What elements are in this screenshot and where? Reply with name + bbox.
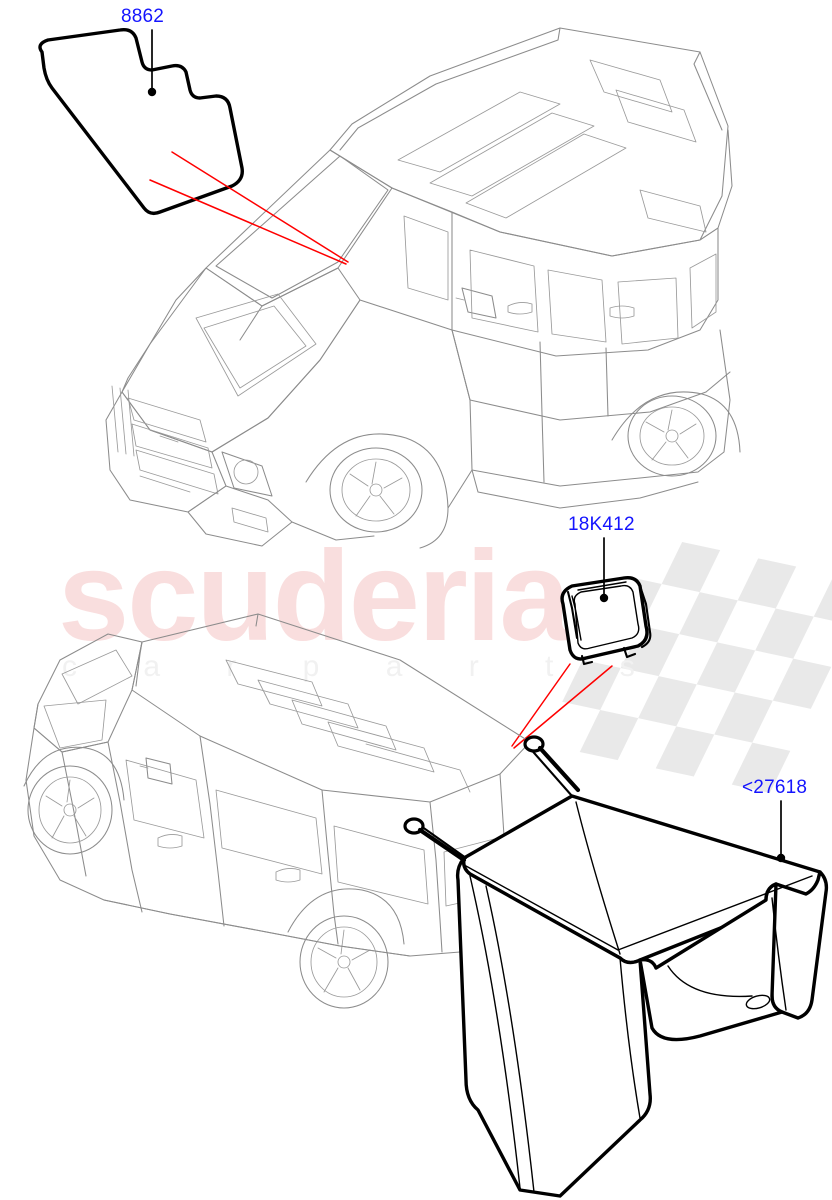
callout-27618-leader (776, 800, 786, 863)
vehicle-defender-front-three-quarter (105, 27, 741, 549)
callout-label-27618: <27618 (742, 777, 807, 798)
watermark-main-text: scuderia (58, 525, 571, 668)
callout-18K412-leader (599, 537, 609, 603)
awning-mount-bracket-front (403, 817, 467, 863)
callout-8862-pointer-lines (149, 151, 349, 265)
callout-label-8862: 8862 (121, 6, 164, 27)
callout-8862-leader (147, 29, 157, 97)
part-windscreen-sunscreen (38, 27, 244, 216)
watermark-sub-text: c a r p a r t s (62, 650, 664, 683)
checkered-flag-watermark (562, 542, 832, 793)
callout-label-18K412: 18K412 (568, 514, 635, 535)
callout-18K412-pointer-lines (511, 663, 613, 749)
awning-mount-bracket-rear (523, 735, 581, 793)
part-rear-window-sunscreen (560, 575, 652, 666)
part-awning-canopy (403, 735, 829, 1198)
